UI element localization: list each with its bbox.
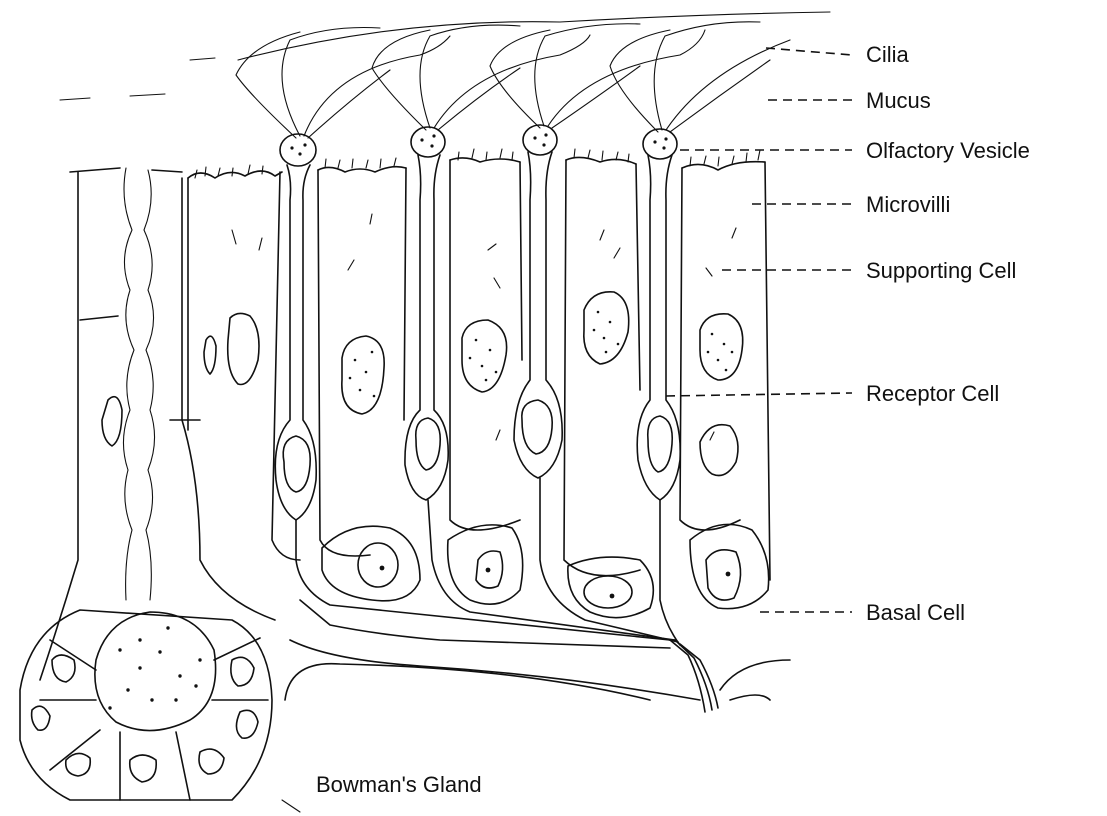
label-receptor-cell: Receptor Cell [866, 381, 999, 406]
label-olfactory-vesicle: Olfactory Vesicle [866, 138, 1030, 163]
label-basal-cell: Basal Cell [866, 600, 965, 625]
label-microvilli: Microvilli [866, 192, 950, 217]
nucleus-stipple [349, 311, 734, 398]
label-supporting-cell: Supporting Cell [866, 258, 1016, 283]
supporting-cells [188, 149, 770, 580]
label-mucus: Mucus [866, 88, 931, 113]
cilia [236, 22, 790, 138]
label-bowmans-gland: Bowman's Gland [316, 772, 482, 797]
label-cilia: Cilia [866, 42, 910, 67]
bowmans-gland [20, 168, 275, 800]
basal-cells [290, 524, 769, 700]
mucus-layer [60, 12, 830, 100]
